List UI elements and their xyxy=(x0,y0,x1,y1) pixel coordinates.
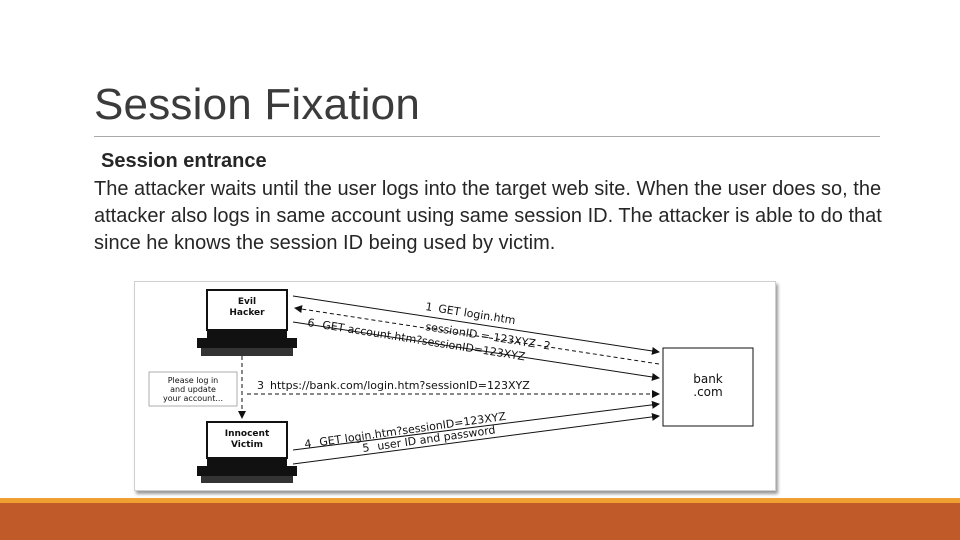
slide-title: Session Fixation xyxy=(94,80,421,129)
slide-subheading: Session entrance xyxy=(101,150,267,172)
victim-label-line1: Innocent xyxy=(225,429,270,439)
title-divider xyxy=(94,136,880,137)
server-label-line2: .com xyxy=(693,385,722,399)
step4-arrow xyxy=(292,400,660,451)
email-line3: your account... xyxy=(163,394,223,403)
attacker-computer-icon xyxy=(197,289,297,356)
bank-server-box xyxy=(662,347,754,427)
email-line1: Please log in xyxy=(168,376,219,385)
email-line2: and update xyxy=(170,385,216,394)
attacker-label-line2: Hacker xyxy=(229,308,265,318)
footer-accent-stripe xyxy=(0,498,960,503)
server-label-line1: bank xyxy=(693,372,723,386)
slide-body-text: The attacker waits until the user logs i… xyxy=(94,178,882,254)
step2-arrow xyxy=(294,305,660,365)
session-fixation-diagram: Evil Hacker Innocent Victim bank .com Pl… xyxy=(134,281,776,491)
victim-label-line2: Victim xyxy=(231,440,263,450)
attacker-label-line1: Evil xyxy=(238,297,256,307)
phishing-email-box xyxy=(148,371,238,407)
step5-arrow xyxy=(292,412,660,465)
footer-accent-bar xyxy=(0,503,960,540)
step6-arrow xyxy=(292,321,660,381)
victim-computer-icon xyxy=(197,421,297,483)
step1-arrow xyxy=(292,295,660,355)
